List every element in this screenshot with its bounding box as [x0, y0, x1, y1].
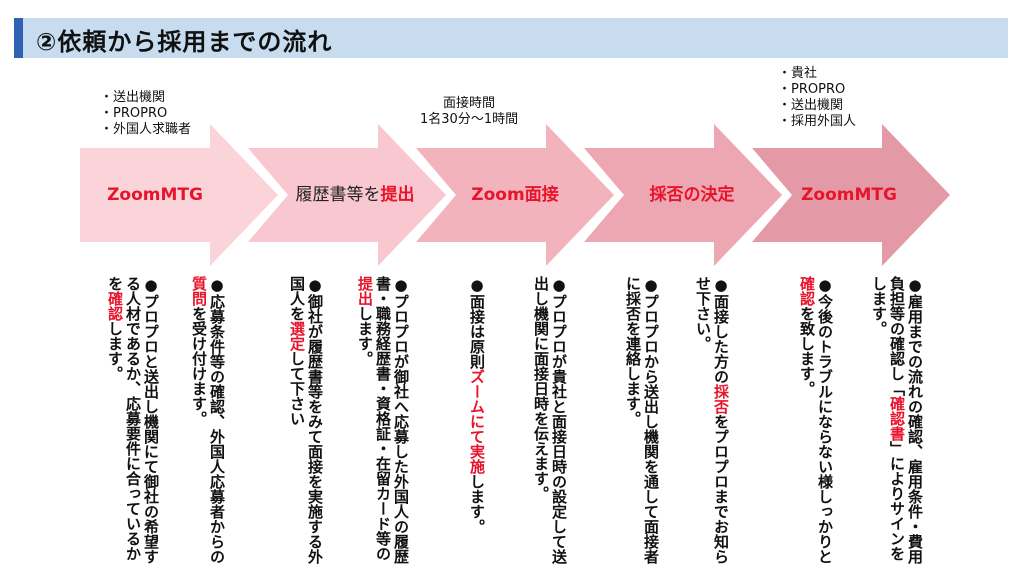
highlight-text: 確認書 [888, 396, 906, 441]
description-text: ●雇用までの流れの確認、雇用条件・費用負担等の確認し「 [888, 276, 924, 564]
step-arrow-1 [80, 124, 278, 266]
description-text: をプロプロまでお知らせ下さい。 [694, 276, 730, 564]
step3-description-scheduling: ●プロプロが貴社と面接日時の設定して送出し機関に面接日時を伝えます。 [496, 276, 568, 568]
description-text: します。 [468, 474, 486, 534]
step3-description-zoom: ●面接は原則ズームにて実施します。 [450, 276, 486, 568]
step4-description-report: ●面接した方の採否をプロプロまでお知らせ下さい。 [676, 276, 730, 568]
description-text: ●面接は原則 [468, 276, 486, 369]
step-label-submit-resume-highlight: 提出 [380, 185, 415, 205]
step-label-zoom-mtg-2: ZoomMTG [801, 185, 897, 205]
description-text: ●面接した方の [712, 276, 730, 384]
step-arrow-2 [248, 124, 446, 266]
step-label-zoom-interview: Zoom面接 [471, 185, 559, 205]
step5-description-check: ●今後のトラブルにならない様しっかりと確認を致します。 [780, 276, 834, 568]
highlight-text: 選定 [288, 321, 306, 351]
participants-note-step5: ・貴社 ・PROPRO ・送出機関 ・採用外国人 [778, 66, 857, 129]
title-bar: ②依頼から採用までの流れ [14, 18, 1008, 58]
description-text: ●プロプロが御社へ応募した外国人の履歴書・職務経歴書・資格証・在留カード等の [374, 276, 410, 564]
step2-description-selection: ●御社が履歴書等をみて面接を実施する外国人を選定して下さい [270, 276, 324, 568]
highlight-text: 採否 [712, 384, 730, 414]
description-text: ●プロプロから送出し機関を通して面接者に採否を連絡します。 [624, 276, 660, 564]
description-text: します。 [356, 306, 374, 366]
description-text: ●応募条件等の確認、外国人応募者からの [208, 276, 226, 564]
description-text: ●御社が履歴書等をみて面接を実施する外国人を [288, 276, 324, 564]
highlight-text: 質問 [190, 276, 208, 306]
step2-description-submission: ●プロプロが御社へ応募した外国人の履歴書・職務経歴書・資格証・在留カード等の提出… [338, 276, 410, 568]
description-text: して下さい [288, 351, 306, 426]
step-label-submit-resume: 履歴書等を提出 [280, 180, 430, 210]
description-text: を受け付けます。 [190, 306, 208, 426]
description-text: ●プロプロと送出し機関にて御社の希望する人材であるか、応募要件に合っているかを [106, 276, 160, 564]
step-label-zoom-mtg-1: ZoomMTG [107, 185, 203, 205]
step-arrow-5 [752, 124, 950, 266]
step4-description-notify: ●プロプロから送出し機関を通して面接者に採否を連絡します。 [606, 276, 660, 568]
highlight-text: 確認 [106, 291, 124, 321]
step-arrow-3 [416, 124, 614, 266]
page-title: ②依頼から採用までの流れ [36, 28, 333, 56]
step1-description-inquiry: ●応募条件等の確認、外国人応募者からの質問を受け付けます。 [172, 276, 226, 568]
highlight-text: 提出 [356, 276, 374, 306]
description-text: ●今後のトラブルにならない様しっかりと [816, 276, 834, 564]
step5-description-agreement: ●雇用までの流れの確認、雇用条件・費用負担等の確認し「確認書」によりサインをしま… [852, 276, 924, 568]
title-accent-bar [14, 18, 23, 58]
interview-time-note: 面接時間 1名30分～1時間 [420, 96, 519, 127]
description-text: を致します。 [798, 306, 816, 396]
step-label-decision: 採否の決定 [649, 185, 735, 205]
highlight-text: 確認 [798, 276, 816, 306]
description-text: ●プロプロが貴社と面接日時の設定して送出し機関に面接日時を伝えます。 [532, 276, 568, 564]
description-text: 」によりサインをします。 [870, 276, 906, 561]
participants-note-step1: ・送出機関 ・PROPRO ・外国人求職者 [100, 90, 192, 137]
step1-description-confirmation: ●プロプロと送出し機関にて御社の希望する人材であるか、応募要件に合っているかを確… [88, 276, 160, 568]
step-label-submit-resume-text: 履歴書等を [295, 185, 381, 205]
description-text: します。 [106, 321, 124, 381]
step-arrow-4 [584, 124, 782, 266]
highlight-text: ズームにて実施 [468, 369, 486, 474]
